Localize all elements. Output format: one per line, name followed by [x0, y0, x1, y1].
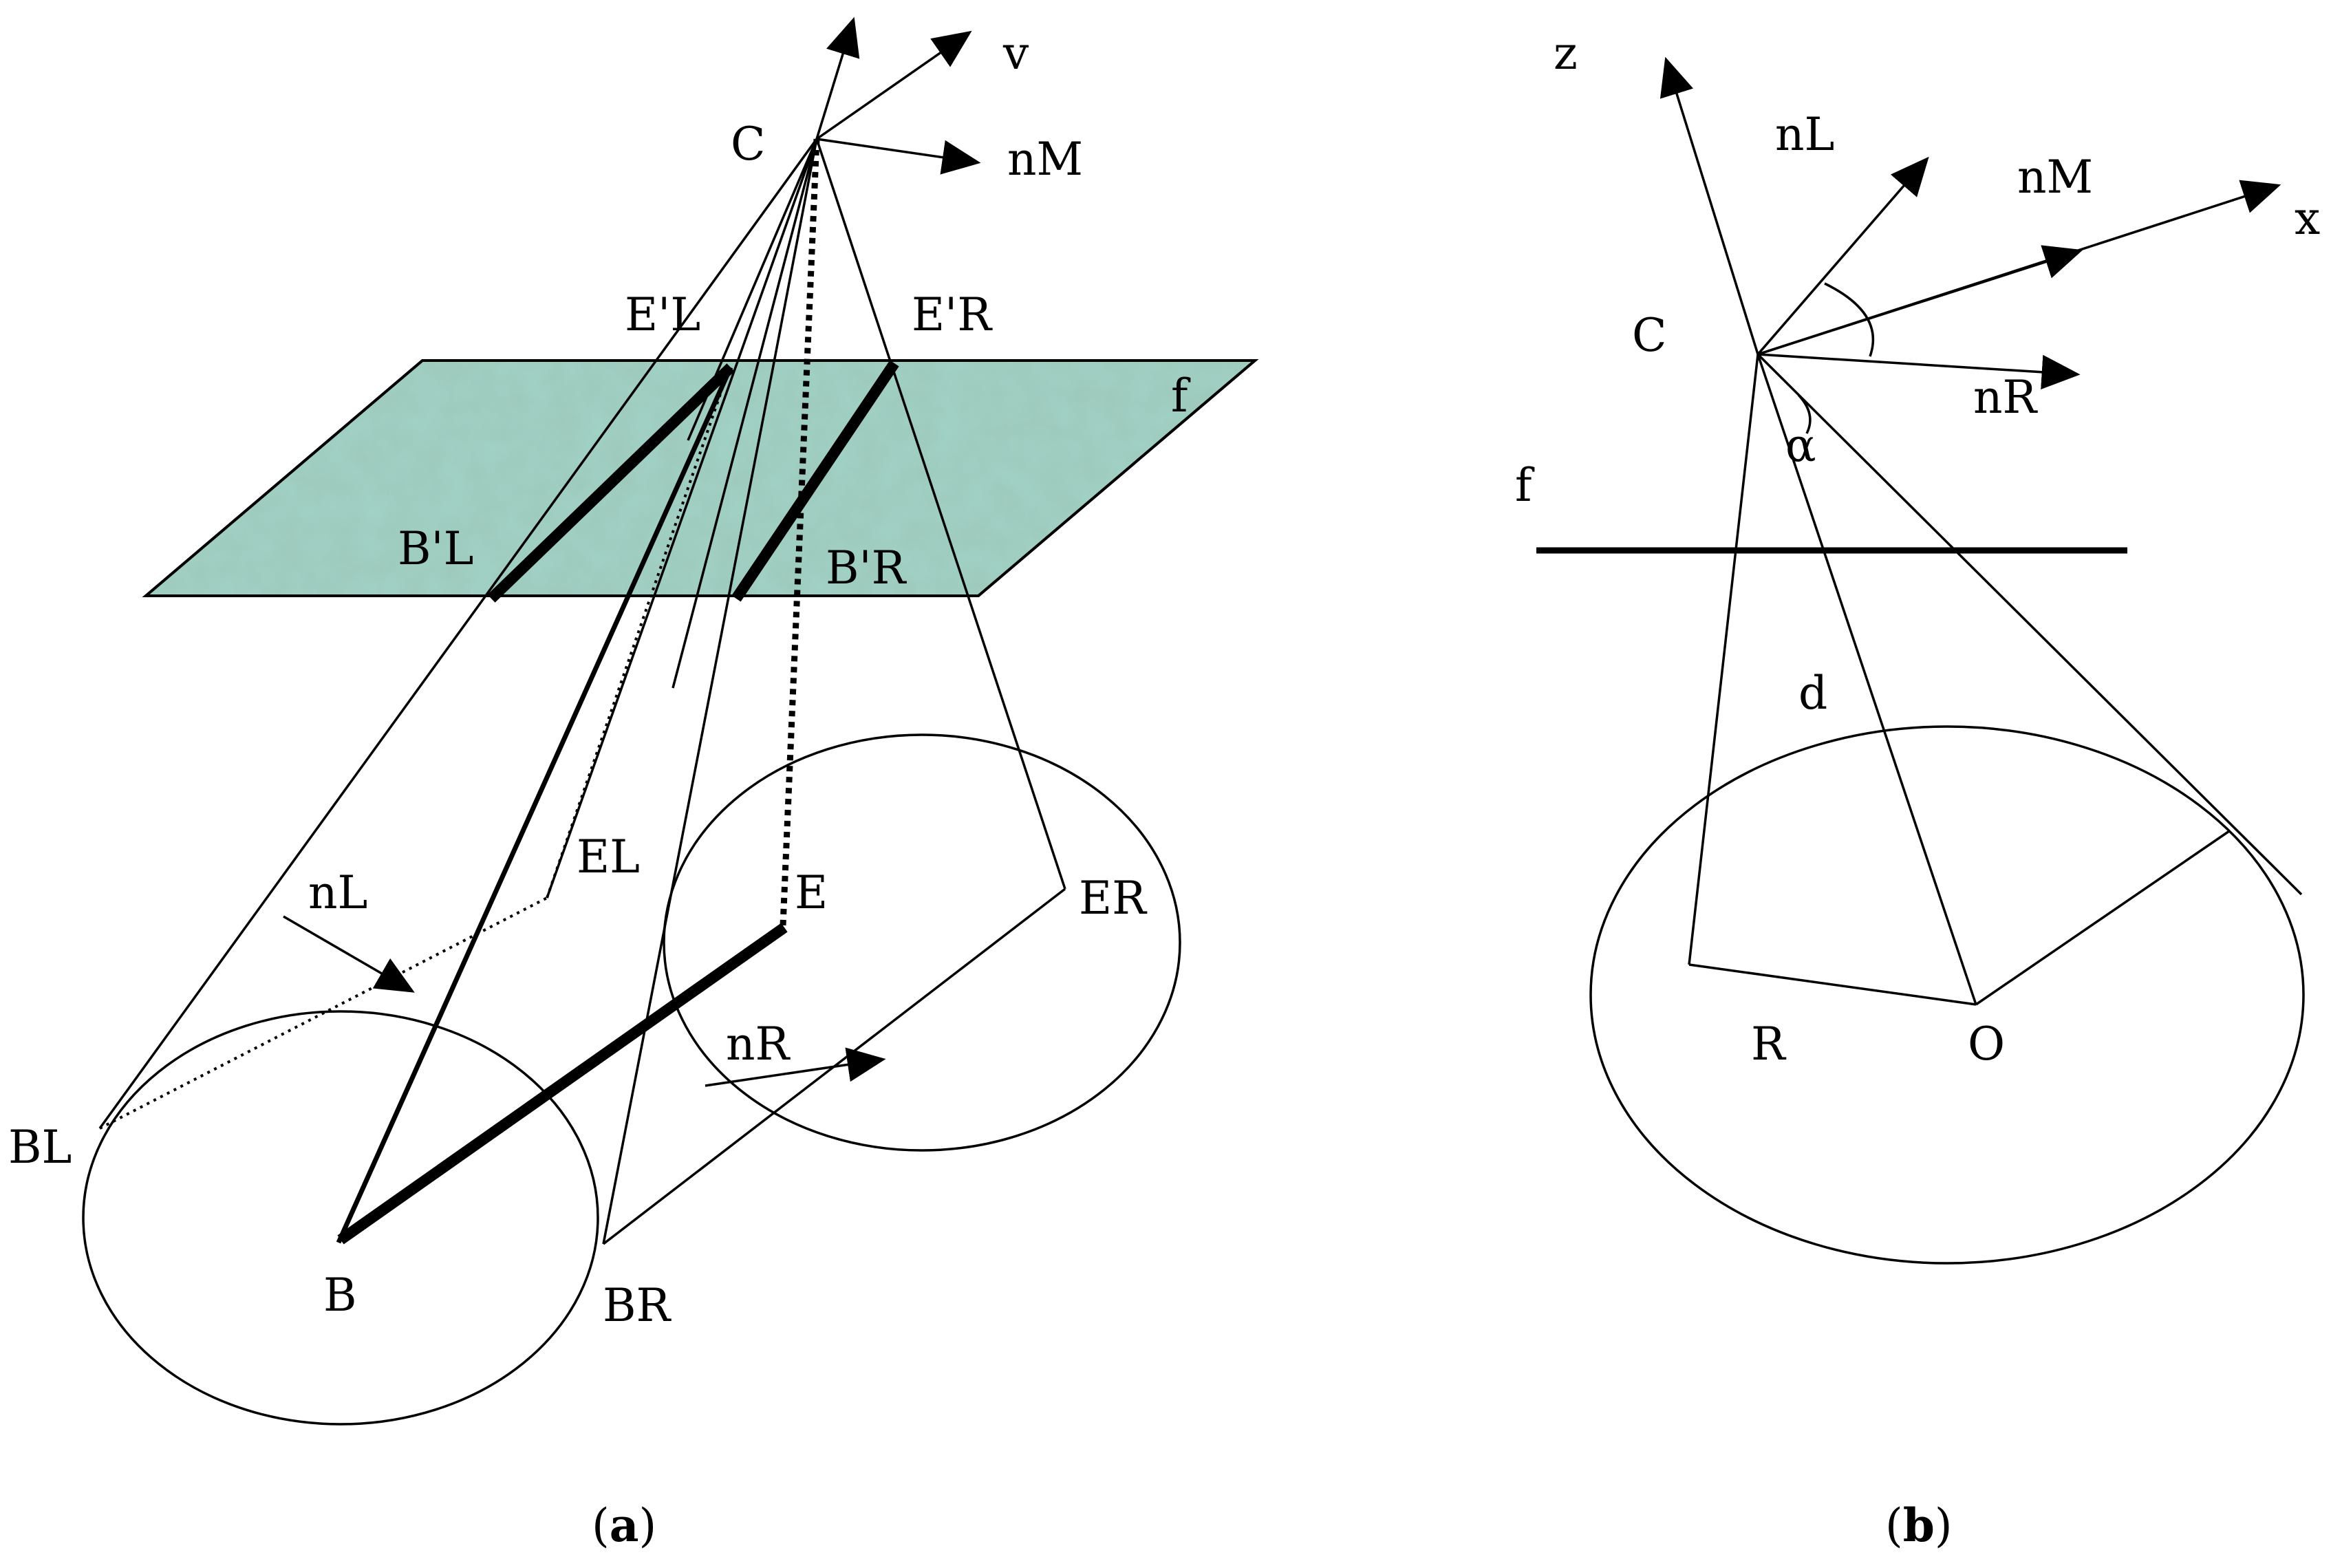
panel-b: z nL nM x C nR α f d R O (b): [1515, 27, 2320, 1552]
angle-arc-nl-nm: [1824, 282, 1875, 357]
radius-left: [1688, 963, 1977, 1006]
dotted-bl-el: [99, 896, 548, 1130]
left-circle: [82, 1010, 599, 1426]
line-c-o: [1757, 354, 1977, 1005]
label-nR-a: nR: [726, 1018, 791, 1071]
label-B: B: [323, 1269, 357, 1322]
label-E-prime-R: E'R: [912, 288, 993, 341]
axis-z: [1659, 56, 1759, 355]
label-E-L: EL: [577, 830, 640, 883]
label-nR-b: nR: [1973, 371, 2039, 424]
vector-nR-b: [1757, 353, 2081, 390]
label-E-R: ER: [1079, 872, 1148, 925]
label-B-prime-R: B'R: [826, 541, 907, 594]
label-z: z: [1554, 27, 1578, 80]
angle-arc-alpha: [1797, 394, 1812, 434]
vector-nM-b: [1757, 245, 2083, 356]
segment-b-e: [337, 923, 788, 1245]
line-c-right-tangent: [1757, 353, 2303, 896]
dotted-el-eprime: [546, 367, 731, 899]
vector-v: [815, 30, 972, 140]
label-nM-b: nM: [2017, 151, 2093, 204]
label-nL-a: nL: [308, 866, 367, 919]
label-f-b: f: [1515, 459, 1535, 512]
segment-br-prime: [731, 360, 899, 602]
label-C-a: C: [731, 118, 766, 171]
label-O: O: [1968, 1018, 2005, 1071]
caption-b: (b): [1885, 1499, 1953, 1552]
label-nM-a: nM: [1007, 133, 1083, 186]
right-circle: [663, 733, 1181, 1152]
vector-nL-b: [1757, 156, 1929, 356]
vector-nL: [283, 915, 415, 993]
label-E: E: [795, 866, 828, 919]
label-alpha: α: [1785, 419, 1816, 472]
focal-plane-f: [142, 359, 1259, 597]
sphere-circle: [1589, 725, 2305, 1265]
panel-a: v C nM E'L E'R f B'L B'R EL E ER nL nR B…: [8, 17, 1259, 1552]
label-B-prime-L: B'L: [398, 522, 473, 575]
label-nL-b: nL: [1775, 108, 1834, 161]
label-B-R: BR: [603, 1279, 672, 1332]
vector-nR: [705, 1047, 886, 1087]
label-d: d: [1798, 667, 1827, 720]
line-c-left-tangent: [1688, 354, 1759, 965]
vector-nM: [816, 138, 981, 175]
label-f-a: f: [1171, 369, 1191, 422]
label-v: v: [1002, 27, 1029, 80]
vector-up: [815, 17, 860, 140]
caption-a: (a): [592, 1499, 656, 1552]
segment-b-eprime: [336, 366, 733, 1244]
radius-right: [1975, 830, 2230, 1006]
label-R: R: [1751, 1018, 1787, 1071]
label-B-L: BL: [8, 1121, 72, 1174]
label-C-b: C: [1632, 309, 1667, 362]
segment-bl-prime: [487, 363, 735, 603]
label-E-prime-L: E'L: [625, 288, 700, 341]
label-x: x: [2295, 192, 2320, 245]
